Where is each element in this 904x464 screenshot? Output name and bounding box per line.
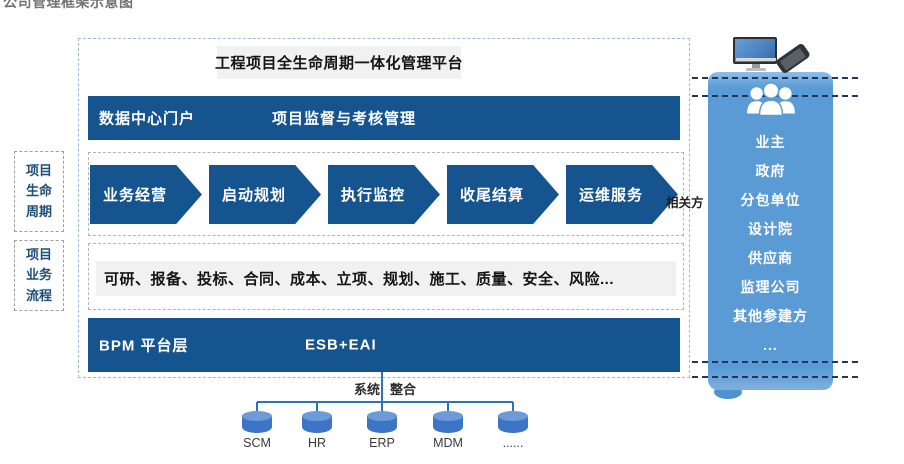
supervision-assessment-label: 项目监督与考核管理 — [272, 110, 417, 128]
system-integration-left: 系统 — [353, 382, 380, 397]
bpm-bar: BPM 平台层 ESB+EAI — [88, 318, 680, 372]
stakeholders-connector-label: 相关方 — [666, 196, 704, 210]
stage-arrow-om-service: 运维服务 — [566, 165, 678, 224]
lifecycle-side-label: 项目 生命 周期 — [14, 151, 64, 232]
database-icon — [302, 411, 332, 433]
stage-arrow-execution-monitoring: 执行监控 — [328, 165, 440, 224]
stakeholder-supplier: 供应商 — [748, 250, 793, 266]
monitor-base — [746, 68, 766, 71]
process-label-line: 流程 — [25, 287, 52, 303]
esb-eai-label: ESB+EAI — [305, 336, 377, 354]
platform-title: 工程项目全生命周期一体化管理平台 — [215, 46, 463, 79]
stakeholder-design-institute: 设计院 — [748, 221, 793, 237]
database-icon — [242, 411, 272, 433]
connector-dash-top-1 — [692, 77, 858, 79]
monitor-neck — [752, 64, 760, 68]
lifecycle-stages-row: 业务经营 启动规划 执行监控 收尾结算 运维服务 — [90, 165, 678, 224]
system-name-mdm: MDM — [433, 436, 463, 450]
system-name-scm: SCM — [243, 436, 271, 450]
stakeholder-subcontractor: 分包单位 — [740, 192, 801, 208]
stakeholders-list: 业主 政府 分包单位 设计院 供应商 监理公司 其他参建方 ... — [733, 134, 808, 353]
stakeholder-owner: 业主 — [755, 134, 786, 150]
smartphone-screen — [780, 47, 806, 70]
stakeholder-other-parties: 其他参建方 — [733, 308, 808, 324]
process-side-label: 项目 业务 流程 — [14, 240, 64, 311]
bpm-platform-label: BPM 平台层 — [99, 337, 189, 355]
page-caption-text: 公司管理框架示意图 — [3, 0, 134, 9]
system-integration-label: 系统 整合 — [340, 379, 430, 398]
smartphone-icon — [774, 42, 812, 75]
stakeholder-more: ... — [763, 337, 778, 353]
process-items-strip: 可研、报备、投标、合同、成本、立项、规划、施工、质量、安全、风险... — [96, 261, 676, 296]
system-name-erp: ERP — [369, 436, 395, 450]
platform-outer-frame — [78, 38, 690, 378]
stakeholder-supervision-company: 监理公司 — [740, 279, 801, 295]
people-group-icon — [742, 81, 800, 127]
monitor-icon — [733, 37, 779, 71]
system-name-hr: HR — [307, 436, 327, 450]
database-icon — [498, 411, 528, 433]
data-center-portal-label: 数据中心门户 — [99, 110, 196, 128]
lifecycle-label-line: 周期 — [25, 203, 52, 219]
stakeholder-government: 政府 — [755, 163, 786, 179]
stakeholders-panel: 业主 政府 分包单位 设计院 供应商 监理公司 其他参建方 ... — [708, 72, 833, 390]
stage-arrow-closeout-settlement: 收尾结算 — [447, 165, 559, 224]
lifecycle-dashed-box — [88, 152, 684, 236]
connector-dash-bottom-2 — [692, 376, 858, 378]
database-icon — [433, 411, 463, 433]
process-label-line: 业务 — [25, 267, 52, 283]
process-label-line: 项目 — [25, 247, 52, 263]
stage-arrow-business-operation: 业务经营 — [90, 165, 202, 224]
connector-dash-bottom-1 — [692, 361, 858, 363]
lifecycle-label-line: 生命 — [25, 183, 52, 199]
page-caption-clipped: 公司管理框架示意图 — [3, 0, 163, 9]
lifecycle-label-line: 项目 — [25, 163, 52, 179]
database-icon — [367, 411, 397, 433]
system-integration-right: 整合 — [390, 382, 417, 397]
stage-arrow-initiation-planning: 启动规划 — [209, 165, 321, 224]
process-dashed-box — [88, 243, 684, 310]
system-name-more: ...... — [502, 436, 524, 450]
header-bar: 数据中心门户 项目监督与考核管理 — [88, 96, 680, 140]
monitor-screen — [733, 37, 777, 64]
